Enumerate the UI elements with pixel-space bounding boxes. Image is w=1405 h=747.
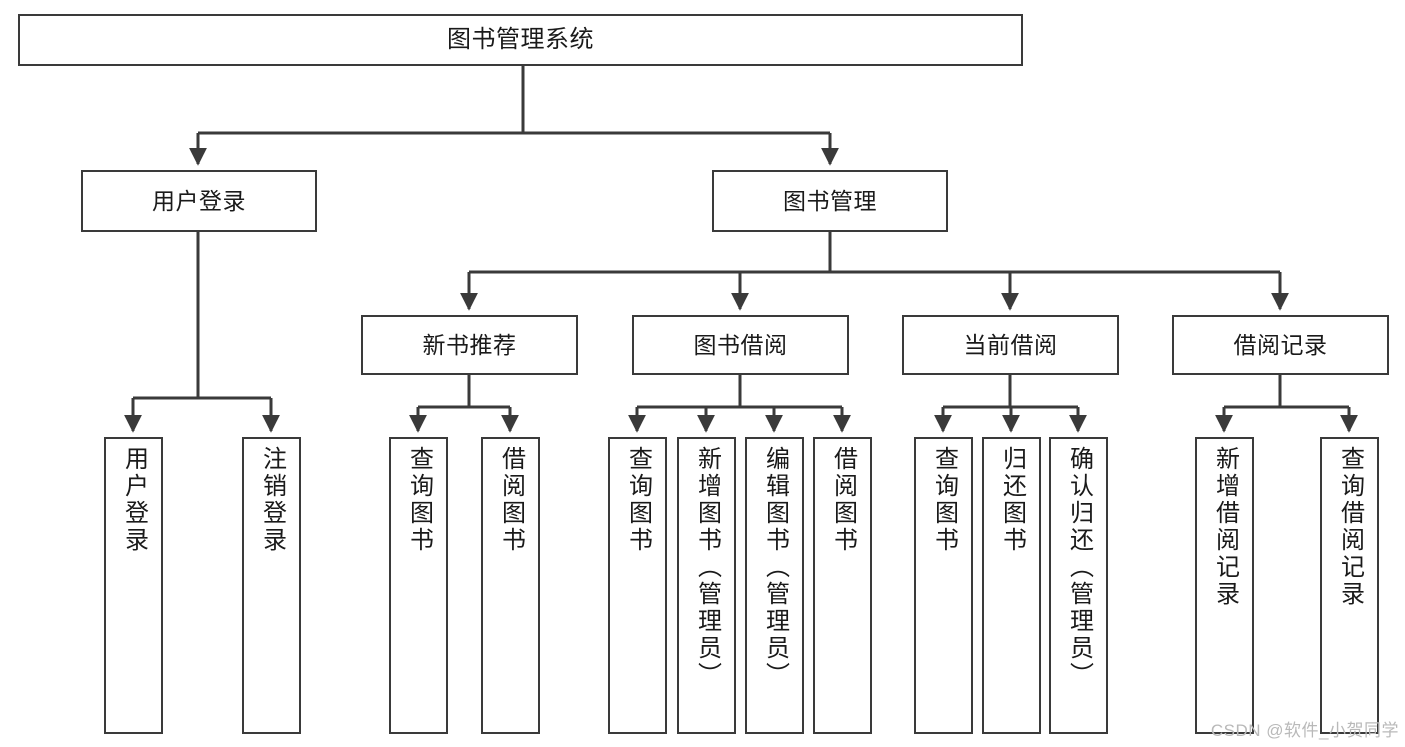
leaf-new-book-borrow[interactable]: 借阅图书 xyxy=(481,437,540,734)
leaf-current-borrow-confirm-return[interactable]: 确认归还（管理员） xyxy=(1049,437,1108,734)
leaf-book-borrow-query[interactable]: 查询图书 xyxy=(608,437,667,734)
node-label: 图书管理 xyxy=(783,187,877,214)
leaf-user-login-logout[interactable]: 注销登录 xyxy=(242,437,301,734)
leaf-current-borrow-return[interactable]: 归还图书 xyxy=(982,437,1041,734)
node-label: 新书推荐 xyxy=(422,331,517,358)
node-label: 归还图书 xyxy=(998,446,1026,554)
leaf-user-login-login[interactable]: 用户登录 xyxy=(104,437,163,734)
node-root-system[interactable]: 图书管理系统 xyxy=(18,14,1023,66)
node-label: 用户登录 xyxy=(120,446,148,554)
leaf-book-borrow-edit[interactable]: 编辑图书（管理员） xyxy=(745,437,804,734)
leaf-book-borrow-borrow[interactable]: 借阅图书 xyxy=(813,437,872,734)
leaf-book-borrow-add[interactable]: 新增图书（管理员） xyxy=(677,437,736,734)
node-label: 注销登录 xyxy=(258,446,286,554)
node-label: 查询图书 xyxy=(624,446,652,554)
node-label: 新增借阅记录 xyxy=(1211,446,1239,608)
leaf-current-borrow-query[interactable]: 查询图书 xyxy=(914,437,973,734)
node-label: 用户登录 xyxy=(152,187,246,214)
node-label: 查询借阅记录 xyxy=(1336,446,1364,608)
watermark-text: CSDN @软件_小贺同学 xyxy=(1210,721,1399,740)
node-current-borrow[interactable]: 当前借阅 xyxy=(902,315,1119,375)
leaf-borrow-record-query[interactable]: 查询借阅记录 xyxy=(1320,437,1379,734)
node-user-login[interactable]: 用户登录 xyxy=(81,170,317,232)
node-label: 借阅图书 xyxy=(829,446,857,554)
node-label: 当前借阅 xyxy=(963,331,1058,358)
node-label: 图书管理系统 xyxy=(447,26,594,54)
leaf-borrow-record-add[interactable]: 新增借阅记录 xyxy=(1195,437,1254,734)
node-label: 确认归还（管理员） xyxy=(1065,446,1093,689)
node-label: 查询图书 xyxy=(930,446,958,554)
node-book-management[interactable]: 图书管理 xyxy=(712,170,948,232)
node-borrow-record[interactable]: 借阅记录 xyxy=(1172,315,1389,375)
leaf-new-book-query[interactable]: 查询图书 xyxy=(389,437,448,734)
node-book-borrow[interactable]: 图书借阅 xyxy=(632,315,849,375)
node-label: 编辑图书（管理员） xyxy=(761,446,789,689)
node-label: 图书借阅 xyxy=(693,331,788,358)
node-label: 新增图书（管理员） xyxy=(693,446,721,689)
node-label: 借阅记录 xyxy=(1233,331,1328,358)
node-label: 查询图书 xyxy=(405,446,433,554)
node-new-book-recommend[interactable]: 新书推荐 xyxy=(361,315,578,375)
node-label: 借阅图书 xyxy=(497,446,525,554)
